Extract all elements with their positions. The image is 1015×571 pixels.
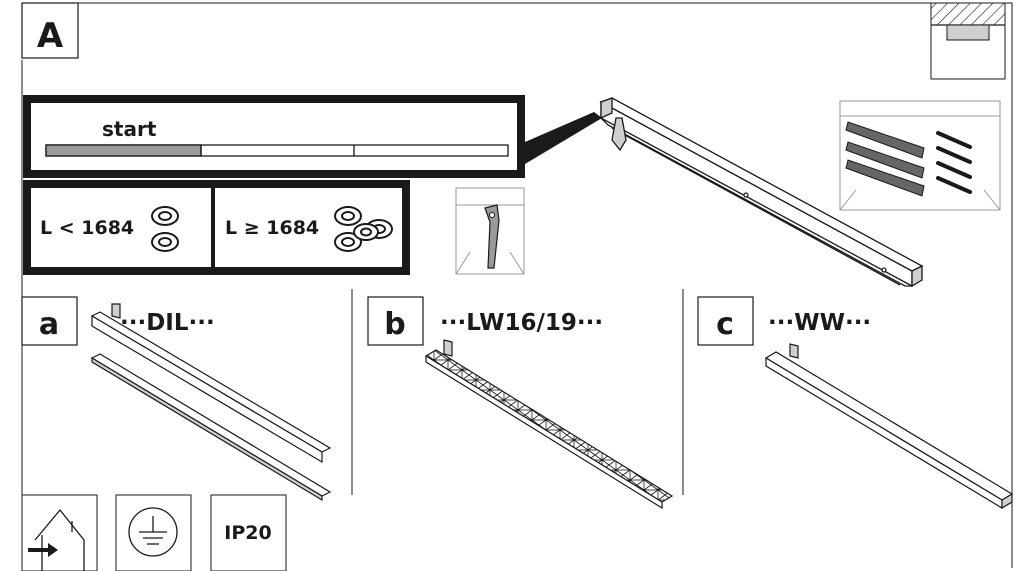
- variant-c: c ···WW···: [697, 296, 1014, 510]
- variant-b-code: ···LW16/19···: [440, 310, 603, 336]
- variant-a: a ···DIL···: [21, 296, 332, 502]
- clip-icon-pair: [151, 206, 179, 252]
- frame-border: [22, 2, 1013, 568]
- variant-a-letter: a: [39, 307, 59, 342]
- bracket-bag: [455, 187, 525, 275]
- ip-rating-box: IP20: [210, 494, 287, 571]
- ceiling-mount-icon: [930, 2, 1006, 80]
- clip-condition-short: L < 1684: [40, 217, 134, 239]
- ip-rating: IP20: [224, 522, 271, 544]
- variant-c-letter: c: [716, 307, 734, 342]
- variant-c-code: ···WW···: [768, 310, 871, 336]
- clip-count-panel: L < 1684 L ≥ 1684: [23, 180, 410, 275]
- accessory-bag: [839, 100, 1001, 211]
- start-segment: [45, 144, 202, 157]
- main-rail: [599, 97, 924, 288]
- variant-a-code: ···DIL···: [120, 310, 215, 336]
- start-panel: start: [23, 95, 525, 178]
- protective-earth-icon: [115, 494, 192, 571]
- clip-icon-quad: [334, 206, 393, 252]
- callout-pointer: [525, 112, 602, 164]
- section-label-box: A: [21, 2, 79, 59]
- start-label: start: [102, 117, 157, 141]
- variant-b-letter: b: [384, 307, 405, 342]
- indoor-use-icon: [21, 494, 98, 571]
- section-label: A: [37, 16, 64, 56]
- variant-b: b ···LW16/19···: [367, 296, 674, 510]
- clip-condition-long: L ≥ 1684: [225, 217, 319, 239]
